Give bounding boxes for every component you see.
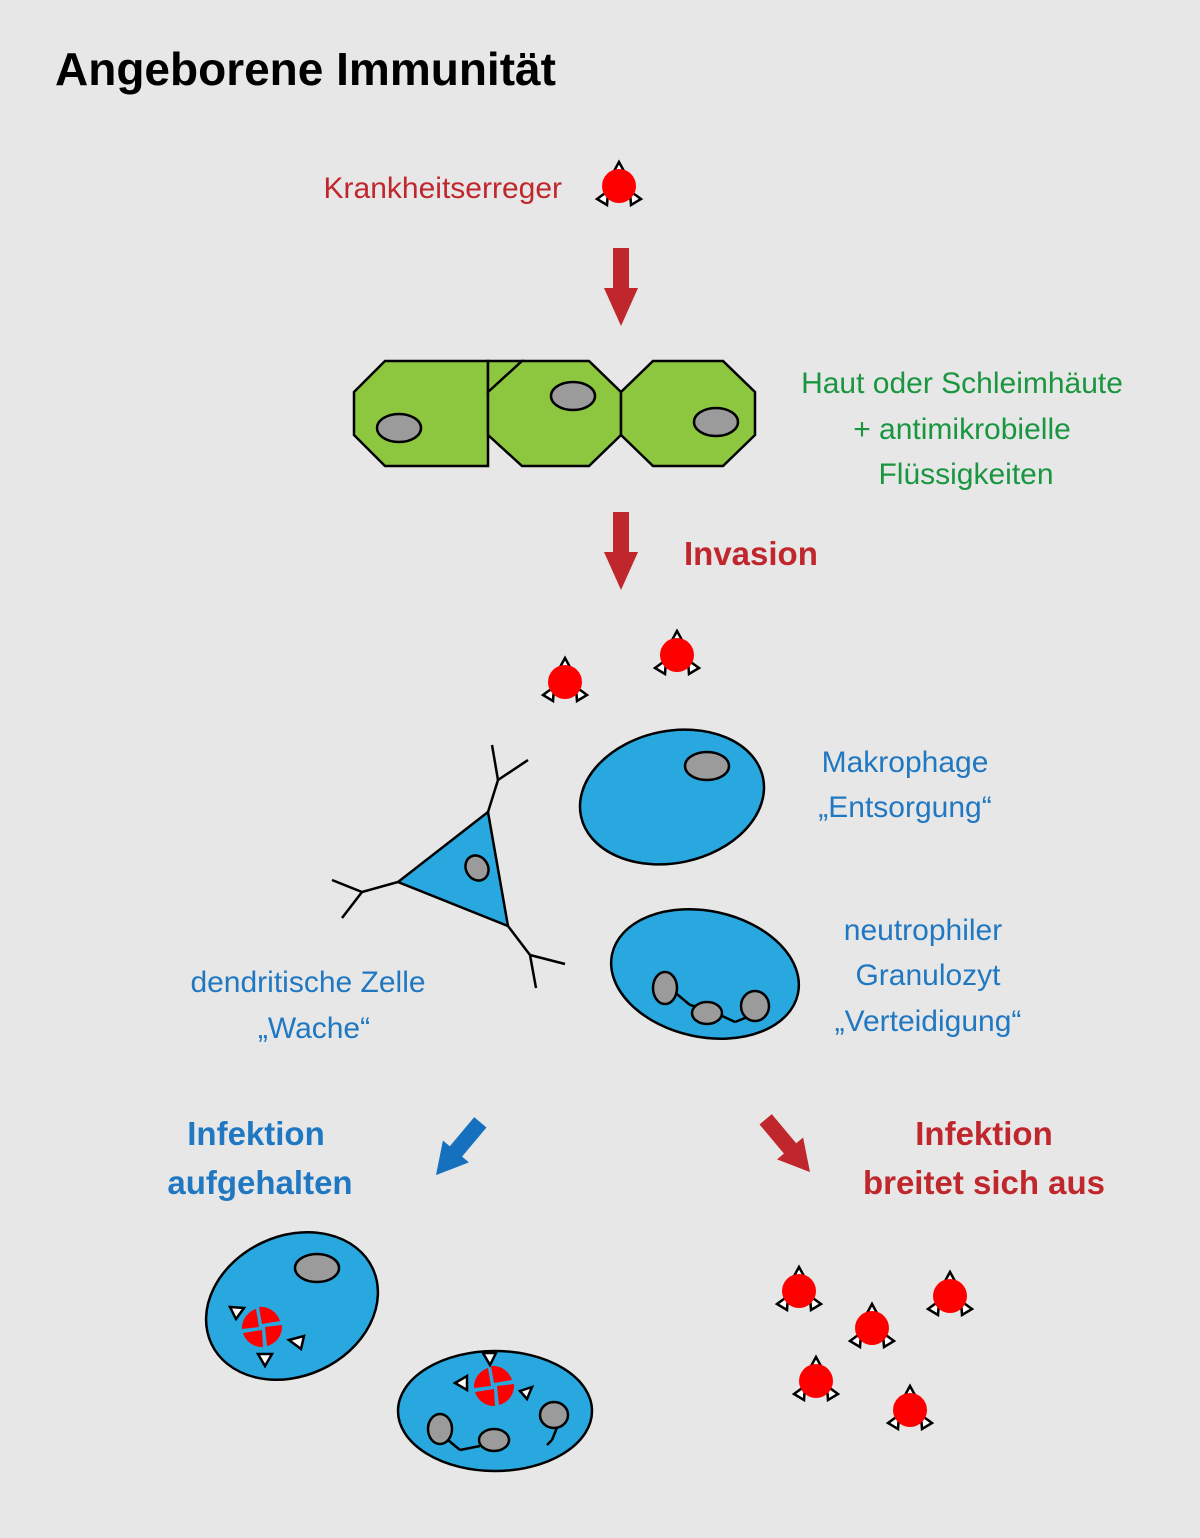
macrophage-cell xyxy=(578,728,766,866)
dendritic-label-line2: „Wache“ xyxy=(258,1012,370,1045)
outcome-spread-line2: breitet sich aus xyxy=(863,1164,1105,1201)
outcome-spread-line1: Infektion xyxy=(915,1115,1053,1152)
pathogen-icon xyxy=(792,1355,840,1402)
outcome-stopped-line1: Infektion xyxy=(187,1115,325,1152)
pathogen-icon xyxy=(775,1265,823,1312)
blue-diagonal-arrow xyxy=(436,1117,487,1176)
neutrophil-digesting xyxy=(396,1349,594,1473)
pathogen-icon xyxy=(848,1302,896,1349)
down-arrow-2 xyxy=(604,512,638,590)
barrier-label-line1: Haut oder Schleimhäute xyxy=(801,367,1123,400)
pathogen-icon xyxy=(653,629,701,676)
diagram-title: Angeborene Immunität xyxy=(55,43,556,95)
neutrophil-cell xyxy=(609,908,801,1040)
macrophage-digesting xyxy=(204,1230,380,1382)
pathogen-icon xyxy=(541,656,589,703)
dendritic-label-line1: dendritische Zelle xyxy=(190,966,425,999)
neutrophil-label-line3: „Verteidigung“ xyxy=(835,1005,1022,1038)
epithelium-cells xyxy=(352,359,757,468)
neutrophil-label-line2: Granulozyt xyxy=(855,959,1001,992)
invasion-label: Invasion xyxy=(684,535,818,572)
red-diagonal-arrow xyxy=(759,1114,810,1173)
barrier-label-line2: + antimikrobielle xyxy=(853,413,1071,446)
pathogen-icon xyxy=(926,1270,974,1317)
dendritic-cell xyxy=(331,744,566,989)
barrier-label-line3: Flüssigkeiten xyxy=(878,458,1053,491)
pathogen-icon xyxy=(595,160,643,207)
outcome-stopped-line2: aufgehalten xyxy=(167,1164,352,1201)
macrophage-label-line1: Makrophage xyxy=(822,746,989,779)
pathogen-label: Krankheitserreger xyxy=(324,172,562,205)
down-arrow-1 xyxy=(604,248,638,326)
macrophage-label-line2: „Entsorgung“ xyxy=(818,791,991,824)
neutrophil-label-line1: neutrophiler xyxy=(844,914,1002,947)
pathogen-icon xyxy=(886,1384,934,1431)
